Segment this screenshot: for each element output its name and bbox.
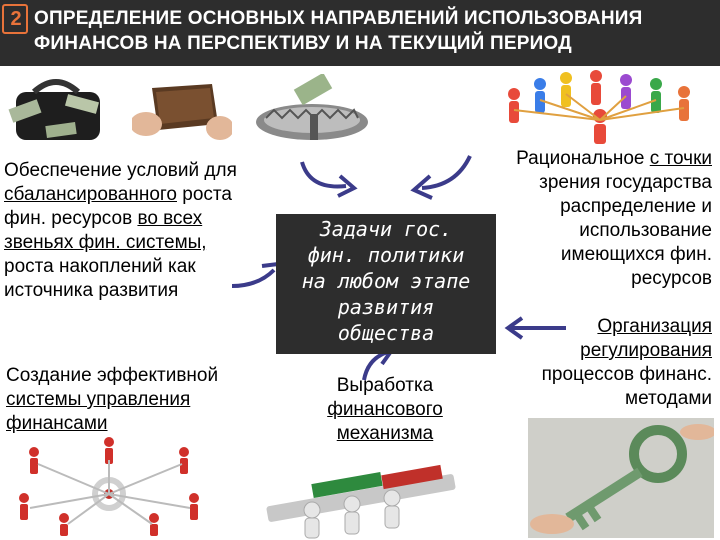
text-line: использование [579,220,712,241]
money-key-image [528,418,714,538]
people-figures-image [508,70,690,144]
arrow-right-middle [504,316,566,340]
slide-title: ОПРЕДЕЛЕНИЕ ОСНОВНЫХ НАПРАВЛЕНИЙ ИСПОЛЬЗ… [34,6,718,56]
text-line: системы управления [6,389,191,410]
center-line: на любом этапе [301,269,471,293]
text-line: фин. ресурсов во всех [4,207,304,231]
text-line: регулирования [580,340,712,361]
underlined-word: сбалансированного [4,184,177,205]
task-rational-distribution: Рациональное с точки зрения государства … [440,147,712,291]
text-line: финансового [327,399,443,420]
text-line: Организация [597,316,712,337]
title-bar [0,0,720,66]
text-line: сбалансированного роста [4,183,304,207]
task-management-system: Создание эффективной системы управления … [6,364,276,436]
text-line: процессов финанс. [541,364,712,385]
text-line: Выработка [336,375,434,396]
text-line: Обеспечение условий для [4,160,237,181]
central-topic-box: Задачи гос. фин. политики на любом этапе… [276,214,496,354]
title-line-2: ФИНАНСОВ НА ПЕРСПЕКТИВУ И НА ТЕКУЩИЙ ПЕР… [34,33,572,54]
team-target-image [19,437,199,536]
slide-number: 2 [10,8,22,30]
text-line: механизма [336,423,434,444]
task-balanced-growth: Обеспечение условий для сбалансированног… [4,159,304,303]
text-fragment: фин. ресурсов [4,208,138,229]
arrow-left-top [300,161,358,198]
text-line: звеньях фин. системы, [4,232,207,253]
text-line: роста накоплений как [4,256,196,277]
text-line: источника развития [4,280,179,301]
underlined-phrase: с точки [649,148,712,169]
slide-number-box [2,4,28,34]
center-line: развития [337,295,435,319]
text-line: ресурсов [631,268,712,289]
center-line: фин. политики [307,243,465,267]
text-line: Рациональное с точки [440,147,712,171]
money-trap-image [256,74,368,140]
text-line: имеющихся фин. [560,244,712,265]
empty-wallet-image [132,84,232,140]
text-line: Создание эффективной [6,365,219,386]
text-fragment: роста [177,184,232,205]
arrow-right-top [410,155,472,200]
center-line: Задачи гос. [319,217,453,241]
text-fragment: Рациональное [516,148,650,169]
text-line: финансами [6,413,108,434]
center-line: общества [337,321,435,345]
team-puzzle-image [266,464,456,539]
text-line: зрения государства [539,172,712,193]
money-bag-image [8,79,100,140]
task-regulation: Организация регулирования процессов фина… [470,315,712,411]
task-financial-mechanism: Выработка финансового механизма [300,374,470,446]
text-line: методами [625,388,712,409]
text-line: распределение и [560,196,712,217]
underlined-phrase: во всех [137,208,203,229]
title-line-1: ОПРЕДЕЛЕНИЕ ОСНОВНЫХ НАПРАВЛЕНИЙ ИСПОЛЬЗ… [34,8,643,29]
